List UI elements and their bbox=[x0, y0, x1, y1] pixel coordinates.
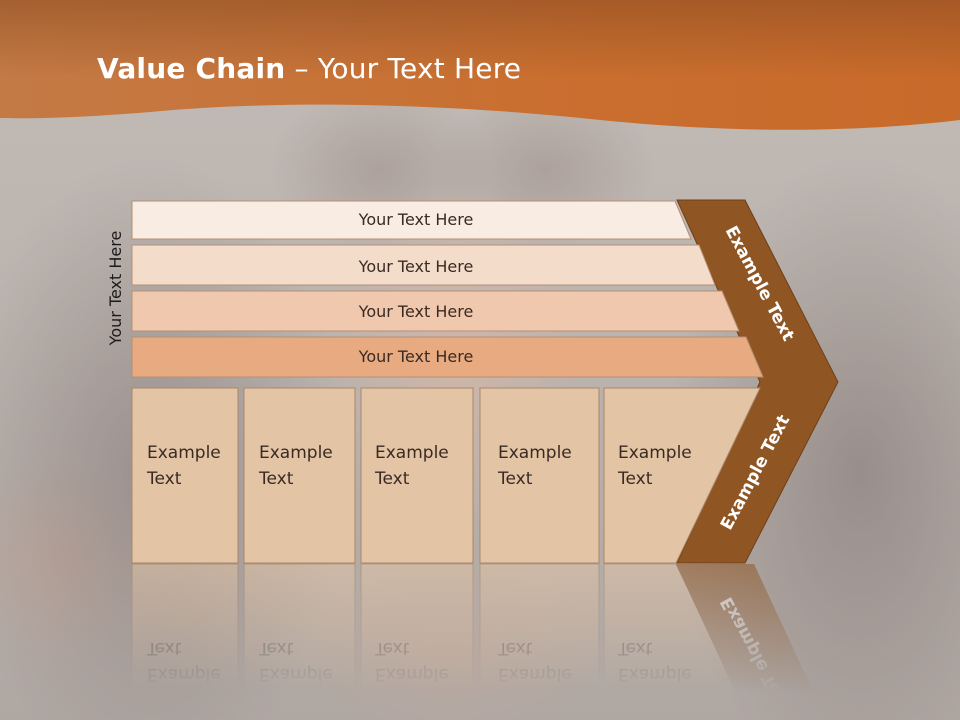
support-activities: Your Text Here Your Text Here Your Text … bbox=[131, 200, 764, 378]
support-row[interactable]: Your Text Here bbox=[131, 244, 716, 286]
svg-text:Text: Text bbox=[258, 638, 294, 658]
side-label: Your Text Here bbox=[106, 231, 125, 347]
svg-text:Example: Example bbox=[147, 664, 221, 684]
svg-text:Text: Text bbox=[617, 638, 653, 658]
primary-box-line1: Example bbox=[375, 443, 449, 463]
primary-box-line1: Example bbox=[259, 443, 333, 463]
support-row-label: Your Text Here bbox=[358, 210, 474, 229]
svg-text:Text: Text bbox=[497, 638, 533, 658]
slide-title: Value Chain – Your Text Here bbox=[97, 52, 521, 85]
margin-chevron bbox=[676, 199, 839, 564]
primary-box[interactable]: Example Text bbox=[131, 387, 239, 564]
primary-box[interactable]: Example Text bbox=[479, 387, 600, 564]
title-bold: Value Chain bbox=[97, 52, 286, 85]
svg-text:Example: Example bbox=[498, 664, 572, 684]
primary-box-line2: Text bbox=[617, 469, 653, 489]
support-row[interactable]: Your Text Here bbox=[131, 336, 764, 378]
support-row-label: Your Text Here bbox=[358, 347, 474, 366]
support-row-label: Your Text Here bbox=[358, 257, 474, 276]
title-rest: – Your Text Here bbox=[285, 52, 522, 85]
svg-text:Text: Text bbox=[146, 638, 182, 658]
primary-box-line1: Example bbox=[147, 443, 221, 463]
primary-box-line2: Text bbox=[374, 469, 410, 489]
primary-box-line1: Example bbox=[498, 443, 572, 463]
svg-text:Text: Text bbox=[374, 638, 410, 658]
primary-box[interactable]: Example Text bbox=[243, 387, 356, 564]
header-band bbox=[0, 0, 960, 130]
primary-box-line1: Example bbox=[618, 443, 692, 463]
svg-text:Example: Example bbox=[375, 664, 449, 684]
primary-box-line2: Text bbox=[146, 469, 182, 489]
primary-box-line2: Text bbox=[258, 469, 294, 489]
primary-activities: Example Text Example Text Example Text E… bbox=[131, 387, 761, 564]
svg-text:Example: Example bbox=[618, 664, 692, 684]
primary-box[interactable]: Example Text bbox=[603, 387, 761, 564]
primary-box[interactable]: Example Text bbox=[360, 387, 474, 564]
primary-box-line2: Text bbox=[497, 469, 533, 489]
reflection: Example Text Example Text Example Text E… bbox=[131, 563, 827, 720]
support-row-label: Your Text Here bbox=[358, 302, 474, 321]
svg-text:Example: Example bbox=[259, 664, 333, 684]
support-row[interactable]: Your Text Here bbox=[131, 290, 740, 332]
support-row[interactable]: Your Text Here bbox=[131, 200, 692, 240]
